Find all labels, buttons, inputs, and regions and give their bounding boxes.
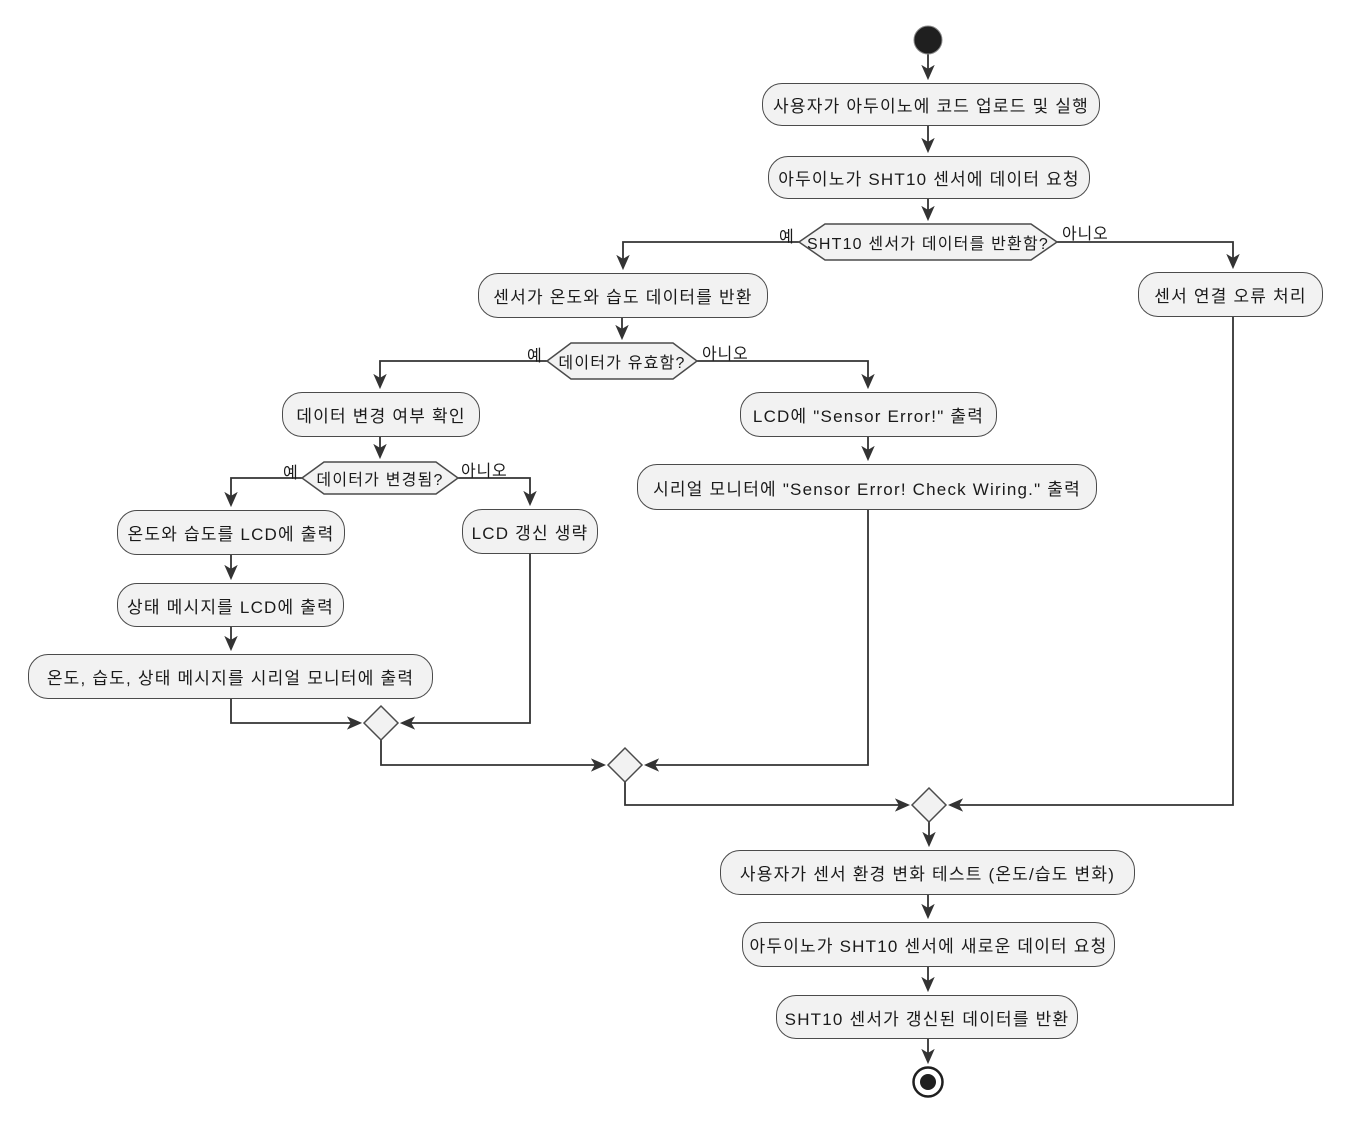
decision-data-changed-label: 데이터가 변경됨? [316, 471, 444, 489]
edge-label-d1-no: 아니오 [1062, 226, 1109, 243]
decision-data-changed-shape [300, 461, 460, 495]
activity-request-data: 아두이노가 SHT10 센서에 데이터 요청 [768, 156, 1090, 199]
activity-lcd-sensor-error: LCD에 "Sensor Error!" 출력 [740, 392, 997, 437]
activity-sensor-connection-error: 센서 연결 오류 처리 [1138, 272, 1323, 317]
edge-label-d2-yes: 예 [527, 348, 543, 365]
decision-data-valid-shape [545, 342, 699, 380]
edge-label-d1-yes: 예 [779, 229, 795, 246]
merge-diamond-1 [362, 704, 400, 742]
edge-merge2-to-merge3 [624, 782, 911, 812]
edge-d2-yes-to-a5 [373, 360, 547, 390]
edge-a4-to-merge3 [947, 317, 1234, 812]
activity-lcd-status-message: 상태 메시지를 LCD에 출력 [117, 583, 344, 627]
decision-data-valid-label: 데이터가 유효함? [558, 355, 686, 372]
edge-d1-no-to-a4 [1057, 241, 1240, 270]
activity-return-temp-humidity: 센서가 온도와 습도 데이터를 반환 [478, 273, 768, 318]
decision-sensor-returns-data-label: SHT10 센서가 데이터를 반환함? [806, 236, 1050, 253]
edge-d3-no-to-a9 [458, 477, 537, 507]
activity-env-change-test: 사용자가 센서 환경 변화 테스트 (온도/습도 변화) [720, 850, 1135, 895]
edge-a11-to-merge1 [230, 699, 363, 730]
activity-serial-sensor-error: 시리얼 모니터에 "Sensor Error! Check Wiring." 출… [637, 464, 1097, 510]
activity-return-updated-data: SHT10 센서가 갱신된 데이터를 반환 [776, 995, 1078, 1039]
edge-d3-yes-to-a8 [224, 477, 302, 508]
edge-d2-no-to-a6 [697, 360, 875, 390]
edge-label-d3-yes: 예 [283, 465, 299, 482]
activity-skip-lcd-update: LCD 갱신 생략 [462, 509, 598, 554]
activity-check-data-change: 데이터 변경 여부 확인 [282, 392, 480, 437]
activity-lcd-output-temp-humidity: 온도와 습도를 LCD에 출력 [117, 510, 345, 555]
activity-serial-output-all: 온도, 습도, 상태 메시지를 시리얼 모니터에 출력 [28, 654, 433, 699]
edge-d1-yes-to-a3 [616, 241, 799, 271]
activity-upload-run-code: 사용자가 아두이노에 코드 업로드 및 실행 [762, 83, 1100, 126]
merge-diamond-3 [910, 786, 948, 824]
merge-diamond-2 [606, 746, 644, 784]
edge-label-d3-no: 아니오 [461, 463, 508, 480]
decision-sensor-returns-data-shape [797, 223, 1059, 261]
edge-label-d2-no: 아니오 [702, 346, 749, 363]
activity-request-new-data: 아두이노가 SHT10 센서에 새로운 데이터 요청 [742, 922, 1115, 967]
end-node-inner-dot [920, 1074, 936, 1090]
edge-a7-to-merge2 [643, 510, 869, 772]
edge-merge1-to-merge2 [380, 740, 607, 772]
start-node [913, 25, 943, 55]
edge-a9-to-merge1 [399, 554, 531, 730]
